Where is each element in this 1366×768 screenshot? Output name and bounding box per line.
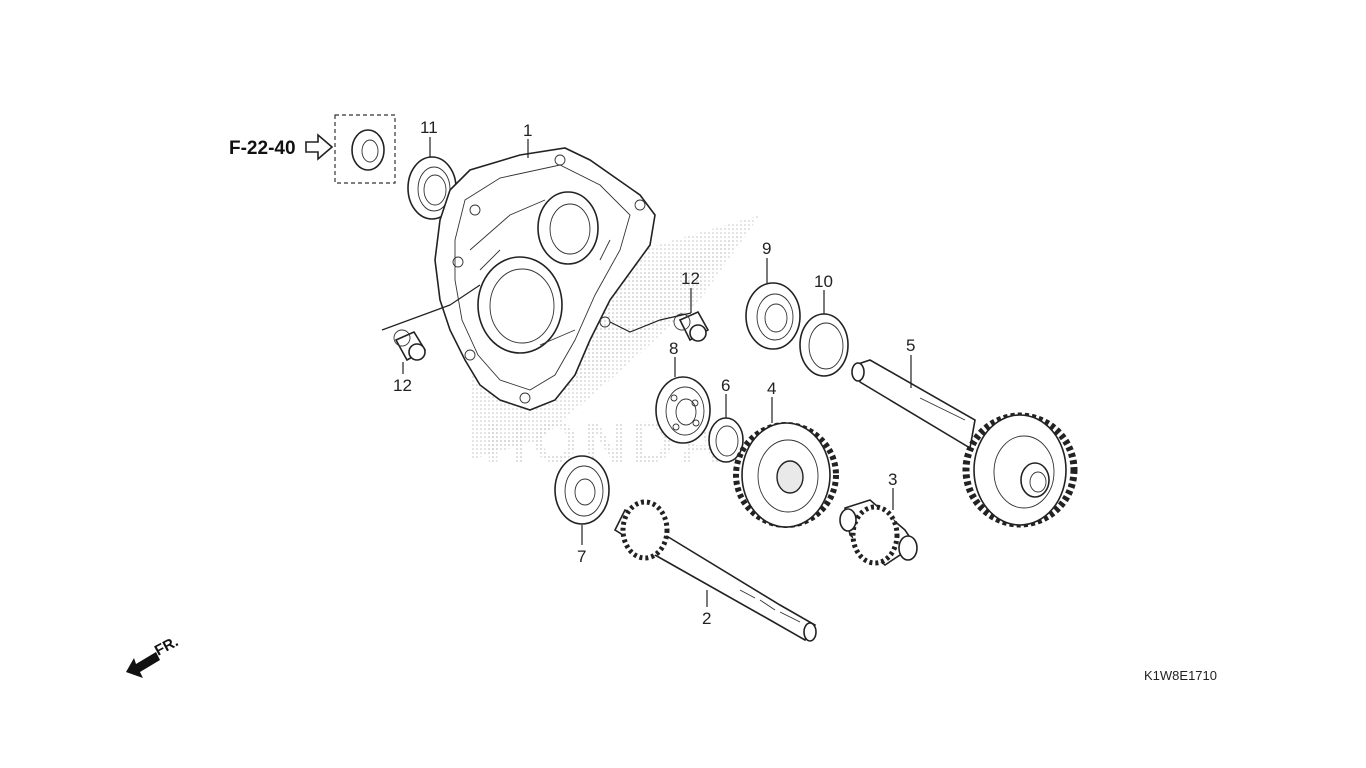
part-12-dowel-pin-right[interactable] xyxy=(673,310,710,342)
left-arrow-icon xyxy=(305,133,334,161)
callout-11: 11 xyxy=(420,118,438,137)
callout-2: 2 xyxy=(702,609,711,628)
callout-4: 4 xyxy=(767,379,776,398)
part-9-bearing[interactable] xyxy=(745,282,801,350)
part-5-final-shaft[interactable] xyxy=(851,359,1078,528)
callout-9: 9 xyxy=(762,239,771,258)
part-3-pinion-gear[interactable] xyxy=(839,499,918,567)
reference-link[interactable]: F-22-40 xyxy=(229,114,396,184)
callout-8: 8 xyxy=(669,339,678,358)
callout-12-lower: 12 xyxy=(393,376,412,395)
part-7-bearing[interactable] xyxy=(554,455,610,525)
callout-1: 1 xyxy=(523,121,532,140)
part-2-drive-shaft[interactable] xyxy=(613,499,817,642)
front-direction: FR. xyxy=(126,633,181,678)
callout-5: 5 xyxy=(906,336,915,355)
part-11-oil-seal[interactable] xyxy=(407,156,457,220)
callout-3: 3 xyxy=(888,470,897,489)
callout-6: 6 xyxy=(721,376,730,395)
reference-bearing xyxy=(351,129,385,171)
callout-labels: 11 1 12 9 10 5 8 6 4 3 7 2 12 xyxy=(393,118,915,628)
figure-code: K1W8E1710 xyxy=(1144,668,1217,683)
part-12-dowel-pin-left[interactable] xyxy=(393,329,427,362)
leader-lines xyxy=(381,137,912,607)
reference-dashed-box xyxy=(334,114,396,184)
part-1-transmission-cover[interactable] xyxy=(434,147,656,411)
part-4-countershaft-gear[interactable] xyxy=(733,422,839,528)
callout-7: 7 xyxy=(577,547,586,566)
callout-12-upper: 12 xyxy=(681,269,700,288)
front-arrow-icon xyxy=(126,652,160,678)
part-8-bearing[interactable] xyxy=(655,376,711,444)
part-10-oil-seal[interactable] xyxy=(799,313,849,377)
reference-text: F-22-40 xyxy=(229,138,296,159)
callout-10: 10 xyxy=(814,272,833,291)
